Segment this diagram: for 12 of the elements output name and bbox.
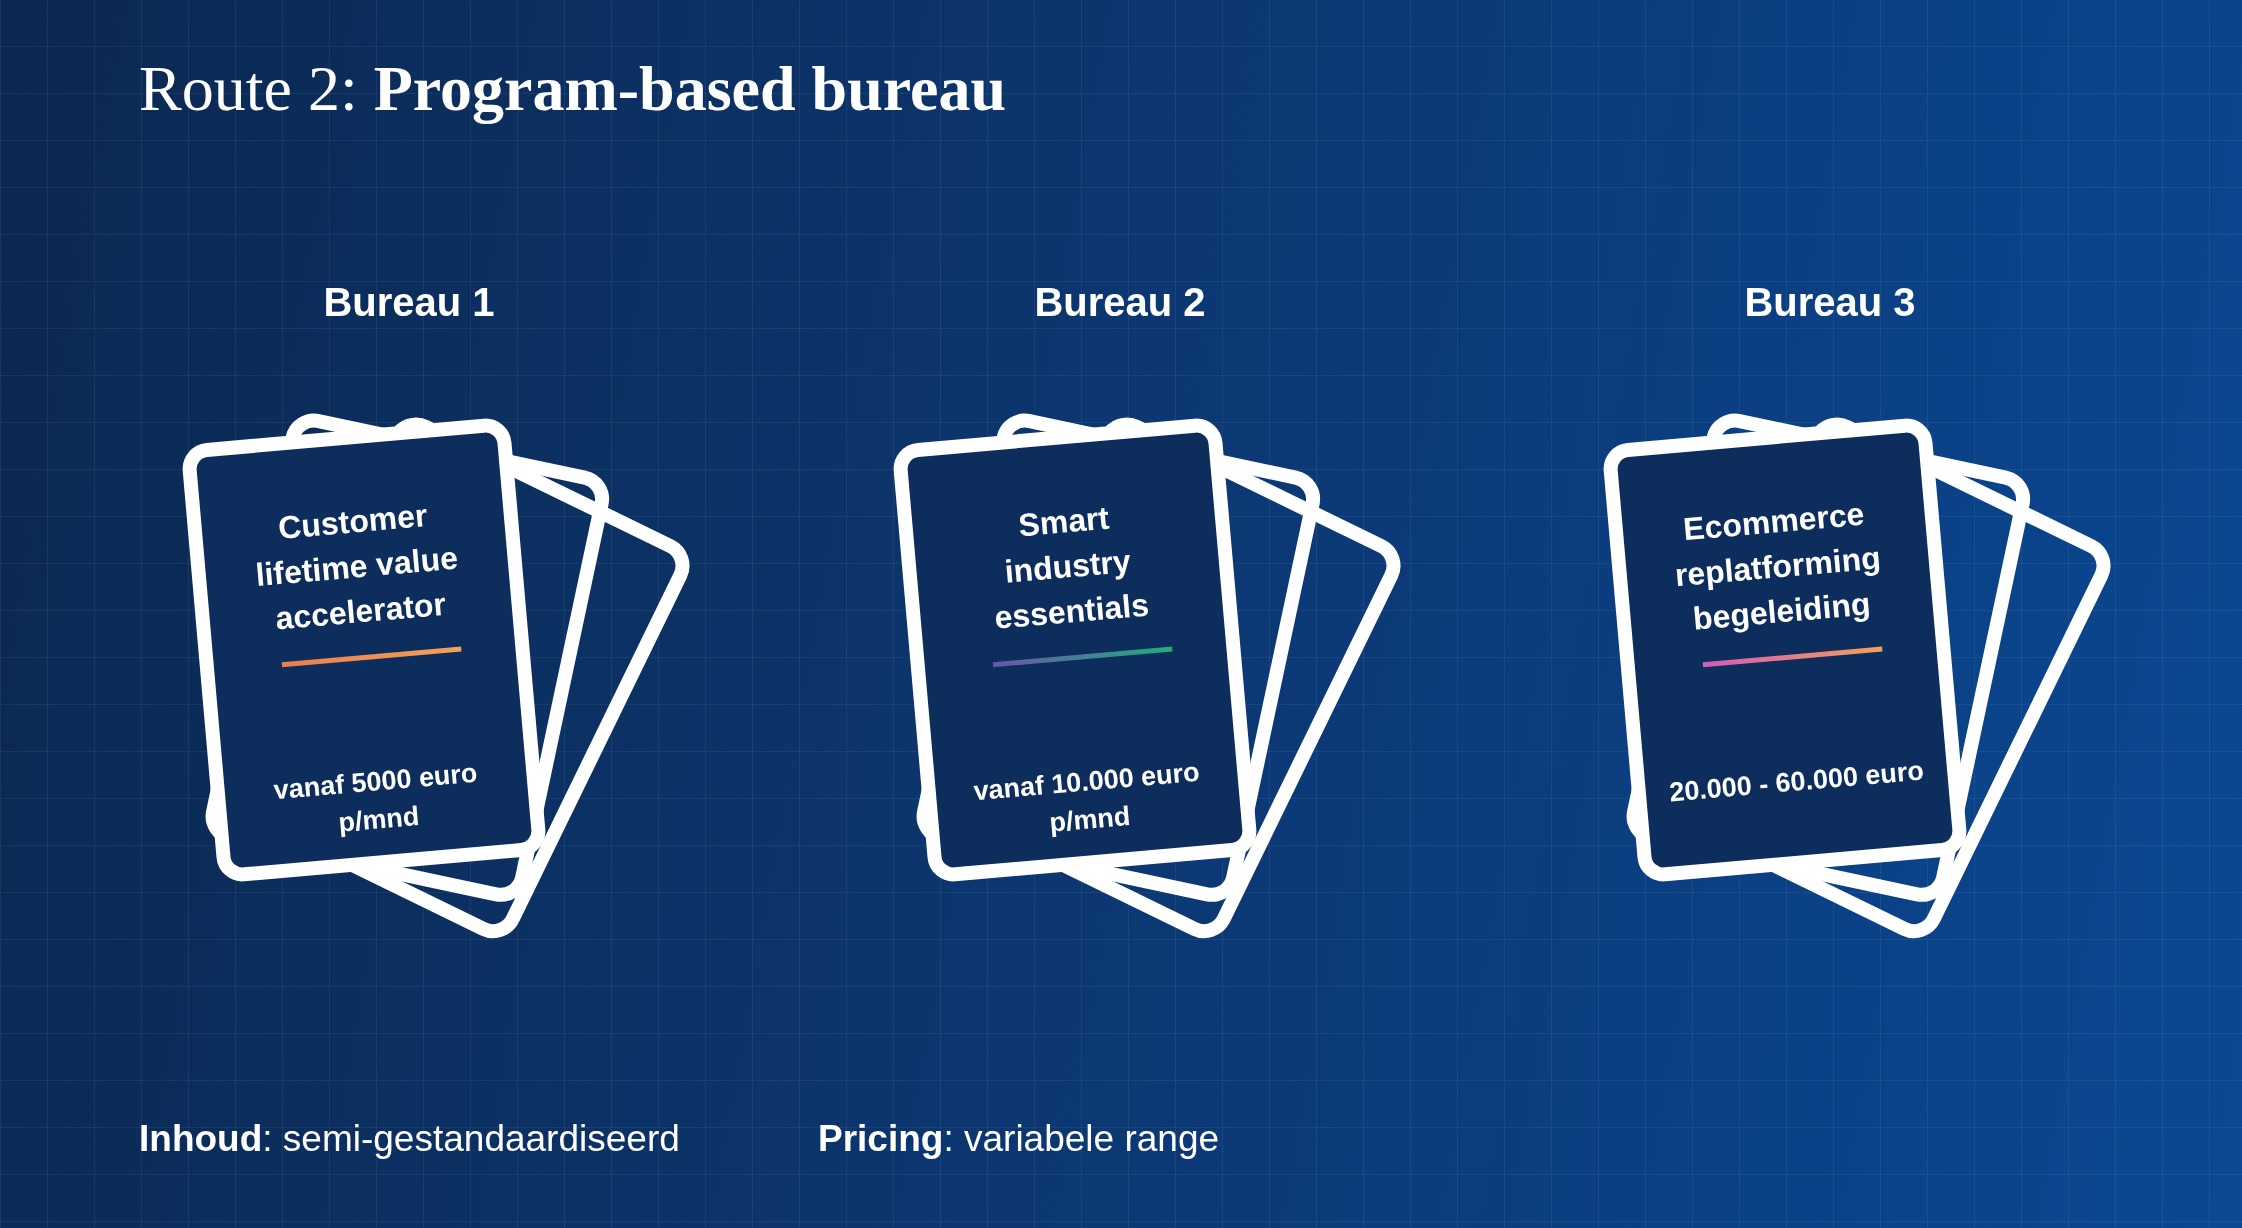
- price-text: vanaf 10.000 euro p/mnd: [971, 755, 1202, 840]
- program-title: Ecommerce replatforming begeleiding: [1672, 494, 1883, 639]
- bureau-heading: Bureau 3: [1744, 280, 1916, 325]
- price-text: vanaf 5000 euro p/mnd: [271, 756, 480, 840]
- slide-title: Route 2: Program-based bureau: [139, 52, 1006, 126]
- program-title: Customer lifetime value accelerator: [253, 496, 461, 639]
- note-text: Pricing: variabele range: [818, 1118, 1220, 1160]
- program-title: Smart industry essentials: [991, 498, 1152, 638]
- price-text: 20.000 - 60.000 euro: [1667, 754, 1926, 810]
- bureau-heading: Bureau 2: [1034, 280, 1206, 325]
- bureau-heading: Bureau 1: [323, 280, 495, 325]
- note-text: Inhoud: semi-gestandaardiseerd: [139, 1118, 680, 1160]
